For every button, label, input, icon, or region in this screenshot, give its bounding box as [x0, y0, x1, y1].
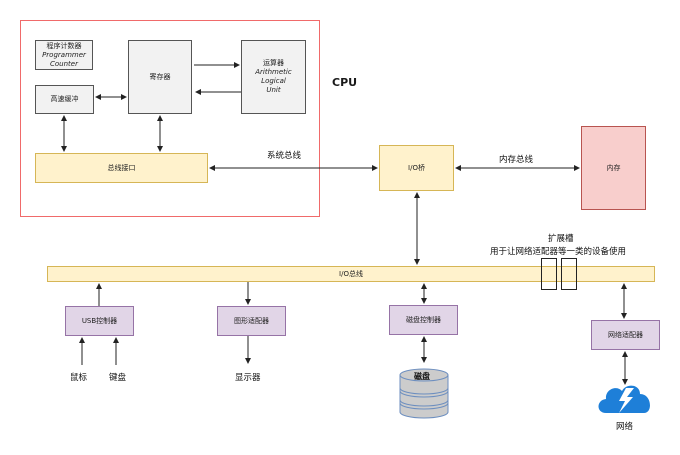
cache-label: 高速缓冲	[50, 95, 79, 103]
cpu-frame	[20, 20, 320, 217]
keyboard-label: 键盘	[109, 373, 127, 383]
cache-box[interactable]: 高速缓冲	[35, 85, 94, 114]
display-label: 显示器	[235, 373, 261, 383]
expansion-slot-1[interactable]	[541, 258, 557, 290]
io-bus-label: I/O总线	[339, 269, 363, 278]
network-cloud-icon	[598, 385, 650, 413]
graphics-adapter-label: 图形适配器	[234, 316, 269, 325]
usb-controller-box[interactable]: USB控制器	[65, 306, 134, 336]
memory-label: 内存	[606, 163, 621, 172]
alu-label-cn: 运算器	[263, 59, 284, 67]
program-counter-label-en2: Counter	[50, 59, 78, 68]
expansion-slot-2[interactable]	[561, 258, 577, 290]
io-bridge-box[interactable]: I/O桥	[379, 145, 454, 191]
alu-label-en1: Arithmetic	[255, 68, 292, 76]
alu-label-en3: Unit	[266, 86, 281, 94]
program-counter-label-cn: 程序计数器	[46, 41, 82, 50]
network-adapter-label: 网络适配器	[608, 330, 643, 339]
memory-bus-label: 内存总线	[499, 155, 534, 165]
bus-interface-box[interactable]: 总线接口	[35, 153, 208, 183]
disk-controller-label: 磁盘控制器	[406, 315, 441, 324]
usb-controller-label: USB控制器	[81, 316, 118, 325]
register-label: 寄存器	[149, 72, 171, 81]
disk-label: 磁盘	[414, 372, 430, 381]
bus-interface-label: 总线接口	[107, 163, 136, 172]
register-box[interactable]: 寄存器	[128, 40, 192, 114]
io-bus[interactable]: I/O总线	[47, 266, 655, 282]
disk-controller-box[interactable]: 磁盘控制器	[389, 305, 458, 335]
system-bus-label: 系统总线	[267, 151, 302, 161]
alu-label-en2: Logical	[261, 77, 286, 85]
network-label: 网络	[616, 422, 634, 432]
program-counter-box[interactable]: 程序计数器 Programmer Counter	[35, 40, 93, 70]
expansion-slot-title: 扩展槽	[548, 234, 574, 244]
memory-box[interactable]: 内存	[581, 126, 646, 210]
program-counter-label-en1: Programmer	[42, 50, 86, 59]
io-bridge-label: I/O桥	[408, 163, 425, 172]
mouse-label: 鼠标	[70, 373, 88, 383]
disk-icon	[399, 368, 449, 419]
graphics-adapter-box[interactable]: 图形适配器	[217, 306, 286, 336]
cpu-title: CPU	[332, 76, 358, 89]
network-adapter-box[interactable]: 网络适配器	[591, 320, 660, 350]
alu-box[interactable]: 运算器 Arithmetic Logical Unit	[241, 40, 306, 114]
expansion-slot-desc: 用于让网络适配器等一类的设备使用	[490, 247, 627, 257]
